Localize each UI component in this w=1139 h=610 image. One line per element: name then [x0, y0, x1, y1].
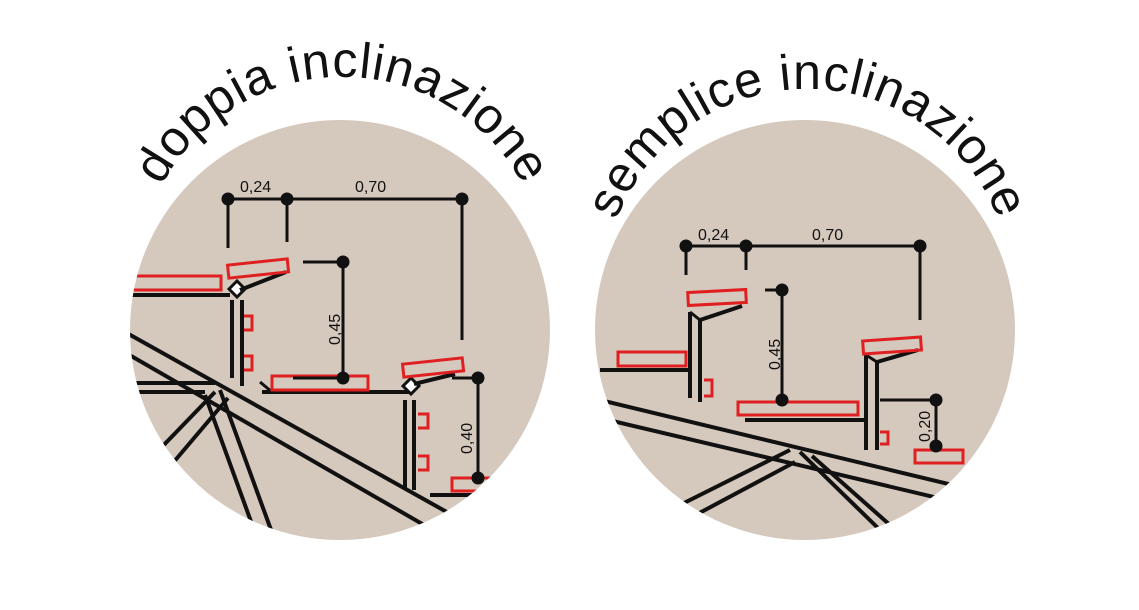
right-dimensions — [679, 239, 943, 453]
left-dim-a: 0,24 — [240, 179, 271, 196]
left-dimensions — [221, 192, 485, 485]
right-detail: 0,24 0,70 0,45 0,20 semplice inclinazion… — [570, 39, 1044, 540]
right-dim-a: 0,24 — [698, 227, 729, 244]
left-dim-c: 0,45 — [327, 314, 344, 345]
left-dim-b: 0,70 — [355, 179, 386, 196]
right-dim-c: 0,45 — [767, 339, 784, 370]
right-disc — [595, 120, 1015, 540]
left-detail: 0,24 0,70 0,45 0,40 doppia inclinazione — [118, 27, 566, 540]
right-dim-d: 0,20 — [917, 411, 934, 442]
right-dim-b: 0,70 — [812, 227, 843, 244]
left-dim-d: 0,40 — [459, 423, 476, 454]
